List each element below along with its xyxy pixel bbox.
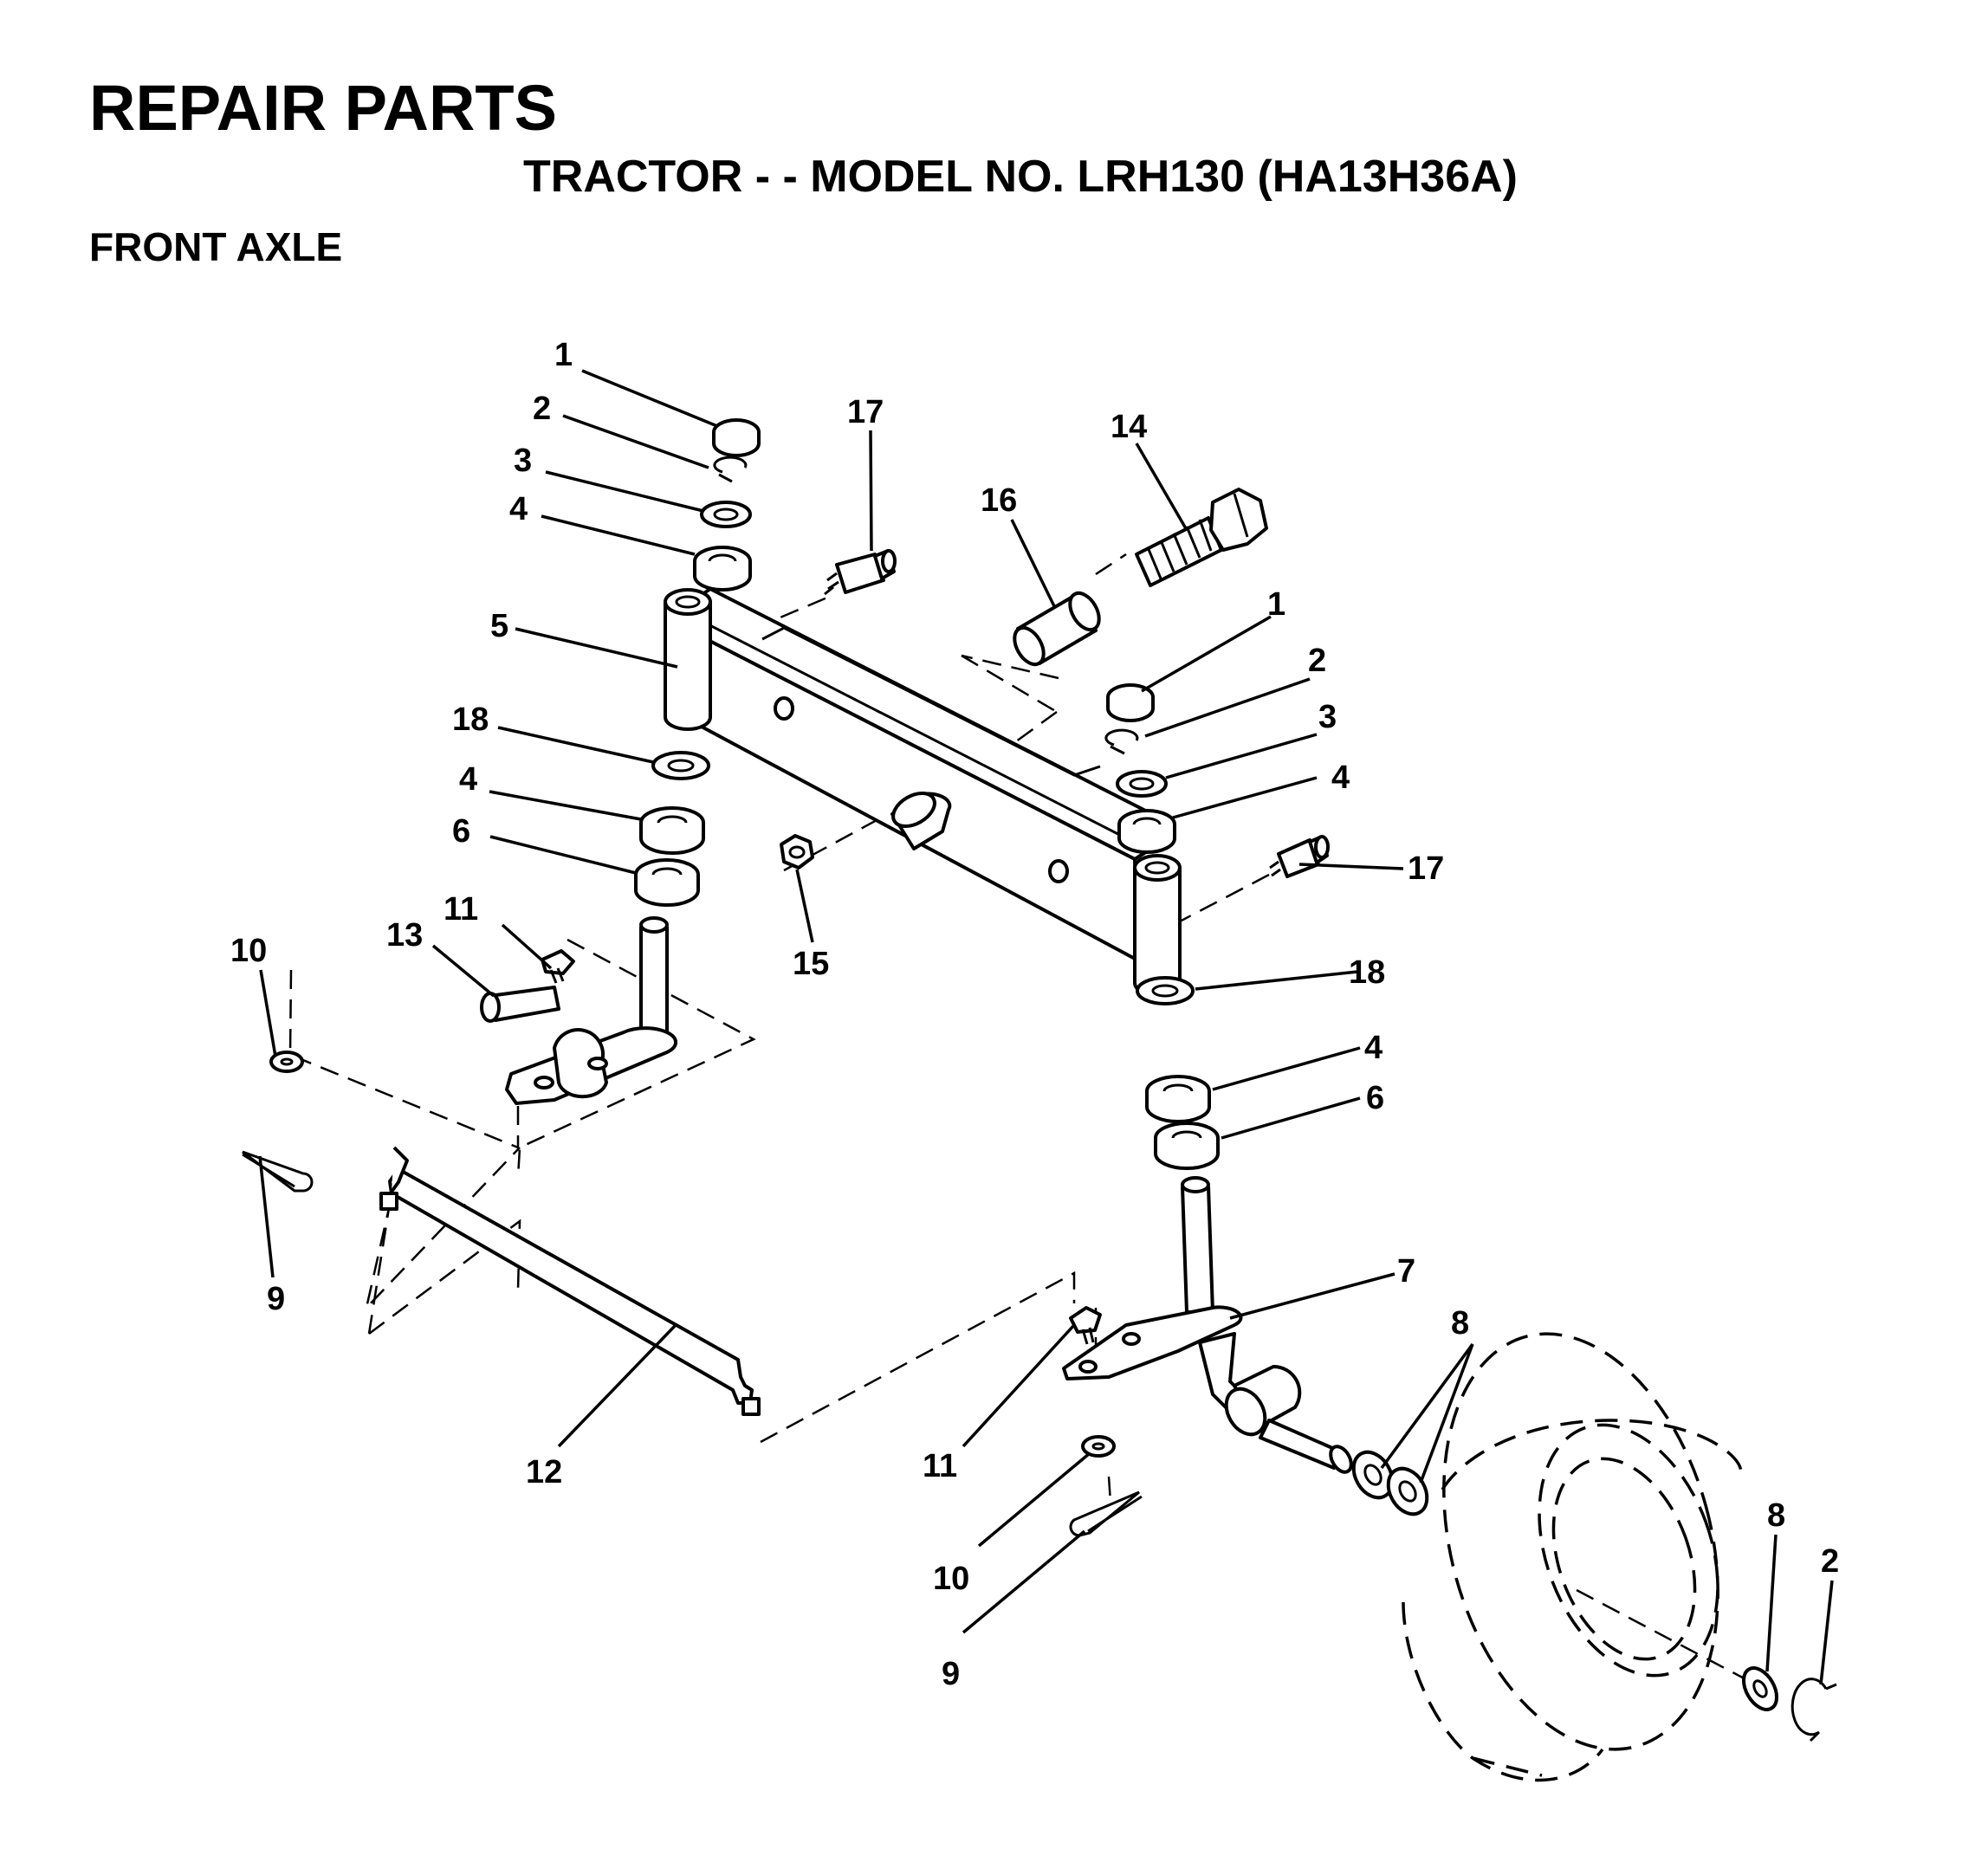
callout-11: 11 — [444, 891, 478, 928]
callout-numbers: 1 2 3 4 17 14 16 5 1 2 3 4 18 4 6 17 15 … — [230, 337, 1839, 1692]
right-top-hardware — [1104, 683, 1176, 854]
spacer-tube — [1013, 591, 1101, 667]
grease-fitting — [824, 549, 897, 596]
callout-8: 8 — [1767, 1497, 1785, 1534]
left-washer-cotter — [242, 1051, 314, 1193]
axle-washers — [1351, 1450, 1837, 1742]
callout-18: 18 — [452, 702, 489, 738]
left-lower-washers — [634, 751, 710, 907]
callout-12: 12 — [526, 1454, 562, 1490]
callout-13: 13 — [386, 917, 423, 954]
callout-10: 10 — [933, 1561, 969, 1597]
callout-14: 14 — [1111, 409, 1147, 445]
callout-11: 11 — [923, 1448, 957, 1484]
axle-beam — [664, 587, 1182, 997]
callout-9: 9 — [942, 1656, 960, 1692]
washer — [700, 501, 752, 528]
model-subtitle: TRACTOR - - MODEL NO. LRH130 (HA13H36A) — [523, 152, 1518, 202]
e-ring — [713, 456, 748, 483]
callout-5: 5 — [490, 608, 508, 644]
callout-4: 4 — [509, 491, 528, 527]
callout-1: 1 — [554, 337, 573, 373]
alignment-dashed-lines — [288, 553, 1768, 1692]
page-title: REPAIR PARTS — [89, 72, 557, 144]
callout-15: 15 — [793, 946, 829, 982]
callout-3: 3 — [514, 443, 532, 479]
callout-4: 4 — [1364, 1030, 1383, 1066]
callout-16: 16 — [981, 482, 1017, 519]
callout-9: 9 — [267, 1281, 285, 1317]
front-tire-phantom — [1402, 1332, 1743, 1782]
section-title: FRONT AXLE — [89, 224, 343, 269]
right-washer-cotter — [1069, 1435, 1143, 1537]
grease-fitting — [1269, 835, 1330, 878]
callout-10: 10 — [230, 933, 267, 969]
callout-6: 6 — [1366, 1080, 1384, 1116]
leader-lines — [258, 369, 1834, 1685]
callout-7: 7 — [1397, 1253, 1415, 1290]
callout-1: 1 — [1267, 586, 1285, 623]
left-top-hardware — [693, 418, 761, 592]
callout-2: 2 — [1821, 1543, 1839, 1580]
pivot-bolt — [1135, 488, 1268, 587]
callout-2: 2 — [533, 391, 551, 427]
drag-link — [379, 1146, 761, 1416]
callout-2: 2 — [1308, 643, 1326, 679]
callout-18: 18 — [1349, 954, 1385, 991]
callout-8: 8 — [1451, 1305, 1469, 1342]
nut — [780, 834, 814, 870]
callout-4: 4 — [1331, 760, 1350, 796]
callout-17: 17 — [1408, 850, 1444, 887]
right-lower-washers — [1136, 976, 1220, 1170]
left-spindle — [480, 916, 678, 1105]
right-spindle — [1062, 1176, 1353, 1474]
callout-17: 17 — [847, 394, 884, 430]
callout-4: 4 — [459, 761, 477, 798]
callout-6: 6 — [452, 813, 470, 850]
callout-3: 3 — [1318, 699, 1337, 735]
